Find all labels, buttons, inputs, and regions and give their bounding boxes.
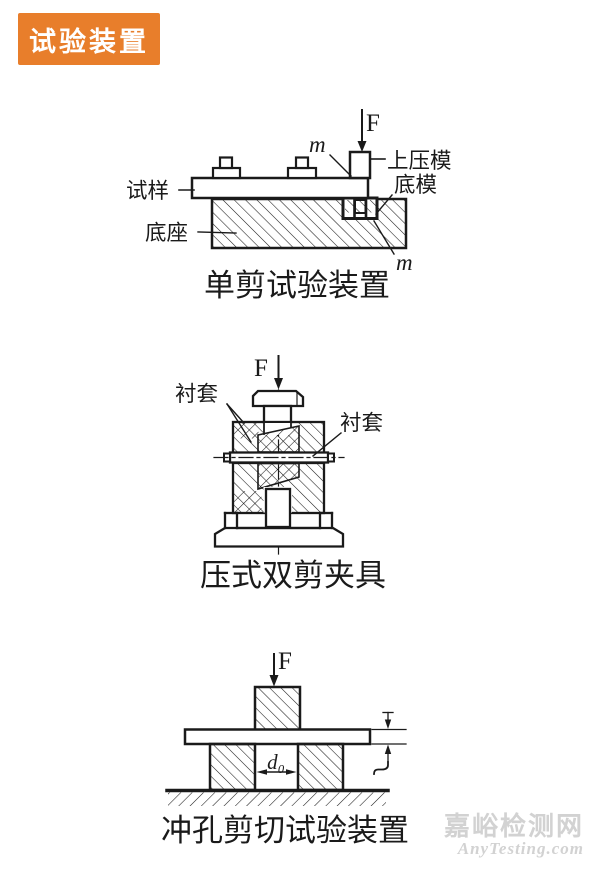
bushing-right-leader [312,432,342,457]
title-badge-label: 试验装置 [29,26,149,57]
plunger-cap [251,389,305,408]
upper-clamp-block [231,420,326,455]
bottom-die-pocket [341,196,379,220]
punch-block [253,685,302,732]
plunger-shaft [262,404,293,424]
force-label: F [254,355,268,382]
cross-hatch-patch [233,422,259,439]
watermark-site-url: AnyTesting.com [457,839,584,859]
hole-diameter-dimension [256,769,297,775]
die-right-cell [366,200,376,213]
specimen-label: 试样 [126,179,169,203]
die-block-right [296,742,345,792]
lower-bushing [257,462,300,491]
die-left-cell [345,200,354,213]
double-shear-diagram: F [175,355,386,593]
force-arrow [357,109,367,152]
hole-diameter-label: d₀ [267,750,285,774]
sheared-slug [354,199,367,214]
clamp-screw-1 [211,156,242,180]
pin-specimen [213,451,345,464]
clamp-screw-2 [286,156,318,180]
force-arrow [274,355,283,390]
specimen-plate [183,728,372,746]
shear-mark-bottom-label: m [396,250,413,275]
cross-hatch-patch [233,491,262,513]
punch-shear-diagram: F d₀ 冲孔剪切 [161,648,409,848]
base-label: 底座 [145,221,188,245]
ground [165,788,390,806]
bushing-left-leader-1 [226,403,245,424]
bottom-die-label: 底模 [394,173,437,197]
diagram-caption: 冲孔剪切试验装置 [161,813,409,848]
force-label: F [366,110,380,137]
plunger-rod-lower [264,487,292,529]
bushing-left-leader-2 [226,403,252,443]
bushing-label-left: 衬套 [175,382,218,406]
force-label: F [278,648,292,675]
shear-mark-top-leader [329,154,352,177]
bottom-die-leader [375,194,393,215]
dimension-hook [373,761,389,775]
bushing-label-right: 衬套 [340,411,383,435]
watermark: 嘉峪检测网 AnyTesting.com [444,812,584,859]
stand-base [213,511,345,548]
thickness-dimension [371,711,407,775]
title-badge: 试验装置 [18,13,160,65]
specimen-bar [190,176,370,200]
upper-die-punch [348,150,372,180]
shear-mark-top-label: m [309,132,326,157]
ground-hatch [168,792,386,806]
watermark-site-name: 嘉峪检测网 [443,810,584,841]
single-shear-diagram: F m 上压模 底模 试样 底座 m 单剪试验装置 [126,109,452,303]
shear-mark-bottom-leader [373,220,395,255]
diagram-caption: 压式双剪夹具 [200,558,386,593]
die-block-left [208,742,257,792]
base-leader [197,231,237,234]
diagram-caption: 单剪试验装置 [204,268,390,303]
force-arrow [269,653,279,687]
upper-die-label: 上压模 [387,149,452,173]
